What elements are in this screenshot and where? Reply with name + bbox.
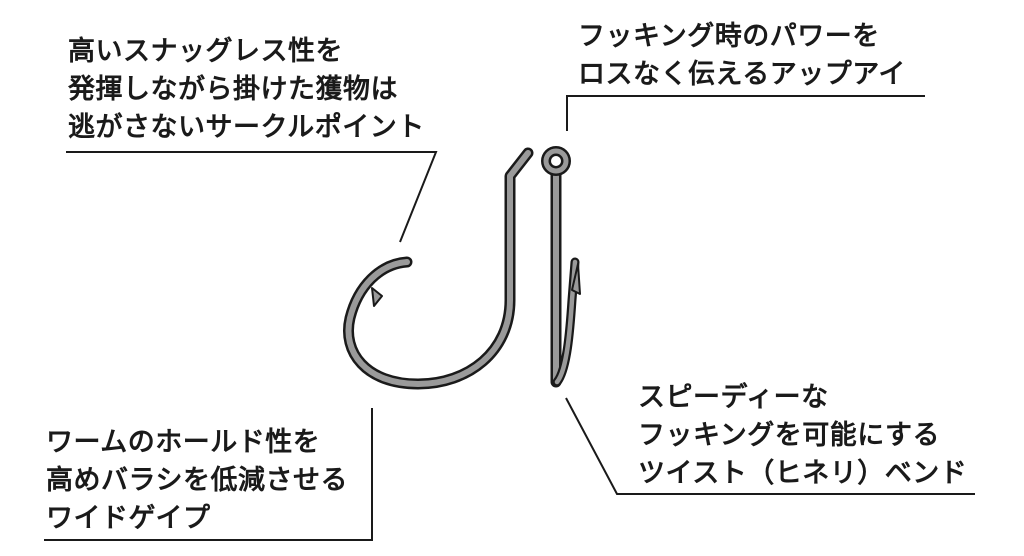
callout-wide-gap-line-2: 高めバラシを低減させる	[46, 465, 348, 496]
circle-hook-body	[343, 147, 534, 390]
callout-circle-point-line-3: 逃がさないサークルポイント	[68, 112, 425, 143]
circle-hook-illustration	[343, 147, 534, 390]
twist-hook-bend-fill	[554, 259, 578, 385]
circle-hook-barb	[371, 287, 383, 307]
callout-circle-point: 高いスナッグレス性を 発揮しながら掛けた獲物は 逃がさないサークルポイント	[68, 33, 425, 147]
leader-lines	[44, 95, 975, 541]
leader-line-twist-bend	[565, 397, 975, 495]
callout-wide-gap: ワームのホールド性を 高めバラシを低減させる ワイドゲイプ	[46, 424, 348, 538]
callout-twist-bend: スピーディーな フッキングを可能にする ツイスト（ヒネリ）ベンド	[638, 379, 967, 493]
callout-wide-gap-line-1: ワームのホールド性を	[46, 427, 321, 458]
callout-up-eye-line-1: フッキング時のパワーを	[578, 21, 880, 52]
twist-hook-illustration	[541, 146, 581, 388]
callout-twist-bend-line-1: スピーディーな	[638, 382, 829, 413]
callout-circle-point-line-1: 高いスナッグレス性を	[68, 36, 343, 67]
callout-twist-bend-line-2: フッキングを可能にする	[638, 420, 940, 451]
callout-up-eye-line-2: ロスなく伝えるアップアイ	[578, 59, 906, 90]
up-eye-ring-fill	[543, 148, 569, 174]
callout-circle-point-line-2: 発揮しながら掛けた獲物は	[68, 74, 398, 105]
leader-line-up-eye	[566, 95, 925, 131]
leader-line-wide-gap	[44, 408, 373, 541]
circle-hook-body-fill	[345, 150, 531, 387]
leader-line-circle-point	[66, 151, 438, 243]
twist-hook-barb	[571, 263, 581, 295]
callout-twist-bend-line-3: ツイスト（ヒネリ）ベンド	[638, 458, 968, 489]
callout-wide-gap-line-3: ワイドゲイプ	[46, 503, 211, 534]
callout-up-eye: フッキング時のパワーを ロスなく伝えるアップアイ	[578, 18, 906, 94]
